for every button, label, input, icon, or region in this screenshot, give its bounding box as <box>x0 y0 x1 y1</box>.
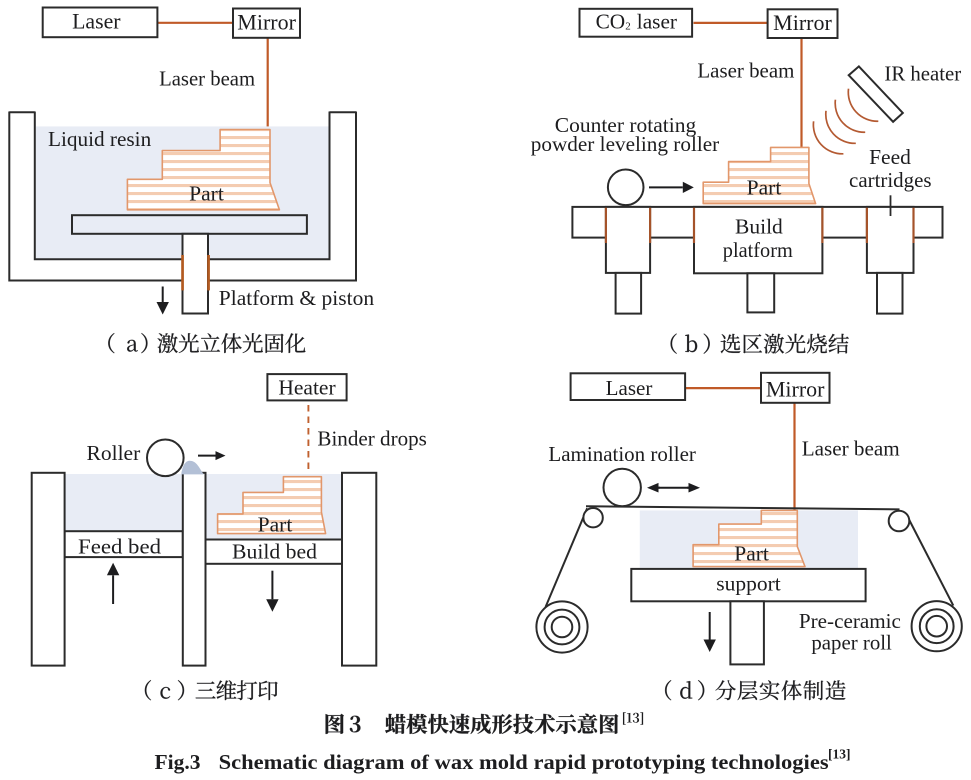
svg-text:Feed: Feed <box>869 145 911 169</box>
svg-text:Build bed: Build bed <box>232 540 317 564</box>
svg-text:Part: Part <box>747 176 782 200</box>
svg-text:Feed bed: Feed bed <box>78 534 161 558</box>
svg-text:Part: Part <box>734 542 769 566</box>
svg-text:Lamination roller: Lamination roller <box>548 442 696 466</box>
svg-text:[13]: [13] <box>828 747 851 762</box>
svg-text:Build: Build <box>735 215 783 239</box>
svg-text:CO: CO <box>596 10 626 34</box>
svg-text:paper roll: paper roll <box>811 630 892 654</box>
svg-text:Mirror: Mirror <box>773 10 832 35</box>
svg-text:Roller: Roller <box>87 441 141 465</box>
svg-text:laser: laser <box>637 10 677 34</box>
svg-text:Laser beam: Laser beam <box>802 436 900 460</box>
svg-text:Mirror: Mirror <box>766 377 825 402</box>
svg-text:Binder drops: Binder drops <box>317 426 427 450</box>
svg-text:powder leveling roller: powder leveling roller <box>531 132 720 156</box>
svg-text:cartridges: cartridges <box>849 168 932 192</box>
svg-text:Part: Part <box>189 182 224 206</box>
svg-text:2: 2 <box>625 21 631 33</box>
svg-text:platform: platform <box>723 238 793 262</box>
svg-text:Pre-ceramic: Pre-ceramic <box>799 609 901 633</box>
svg-text:Mirror: Mirror <box>237 10 296 35</box>
svg-text:Platform & piston: Platform & piston <box>219 286 375 310</box>
svg-text:Laser beam: Laser beam <box>159 67 255 91</box>
svg-text:Liquid resin: Liquid resin <box>48 127 151 151</box>
svg-text:support: support <box>716 572 781 596</box>
svg-text:Part: Part <box>258 513 293 537</box>
svg-text:Laser beam: Laser beam <box>697 58 794 82</box>
svg-text:Heater: Heater <box>278 376 335 400</box>
svg-text:Schematic diagram of wax mold: Schematic diagram of wax mold rapid prot… <box>219 750 829 774</box>
svg-text:Counter rotating: Counter rotating <box>555 113 697 137</box>
svg-text:Fig.3: Fig.3 <box>155 750 201 774</box>
svg-text:IR heater: IR heater <box>884 61 961 85</box>
svg-text:Laser: Laser <box>72 9 121 33</box>
svg-text:Laser: Laser <box>606 376 653 400</box>
